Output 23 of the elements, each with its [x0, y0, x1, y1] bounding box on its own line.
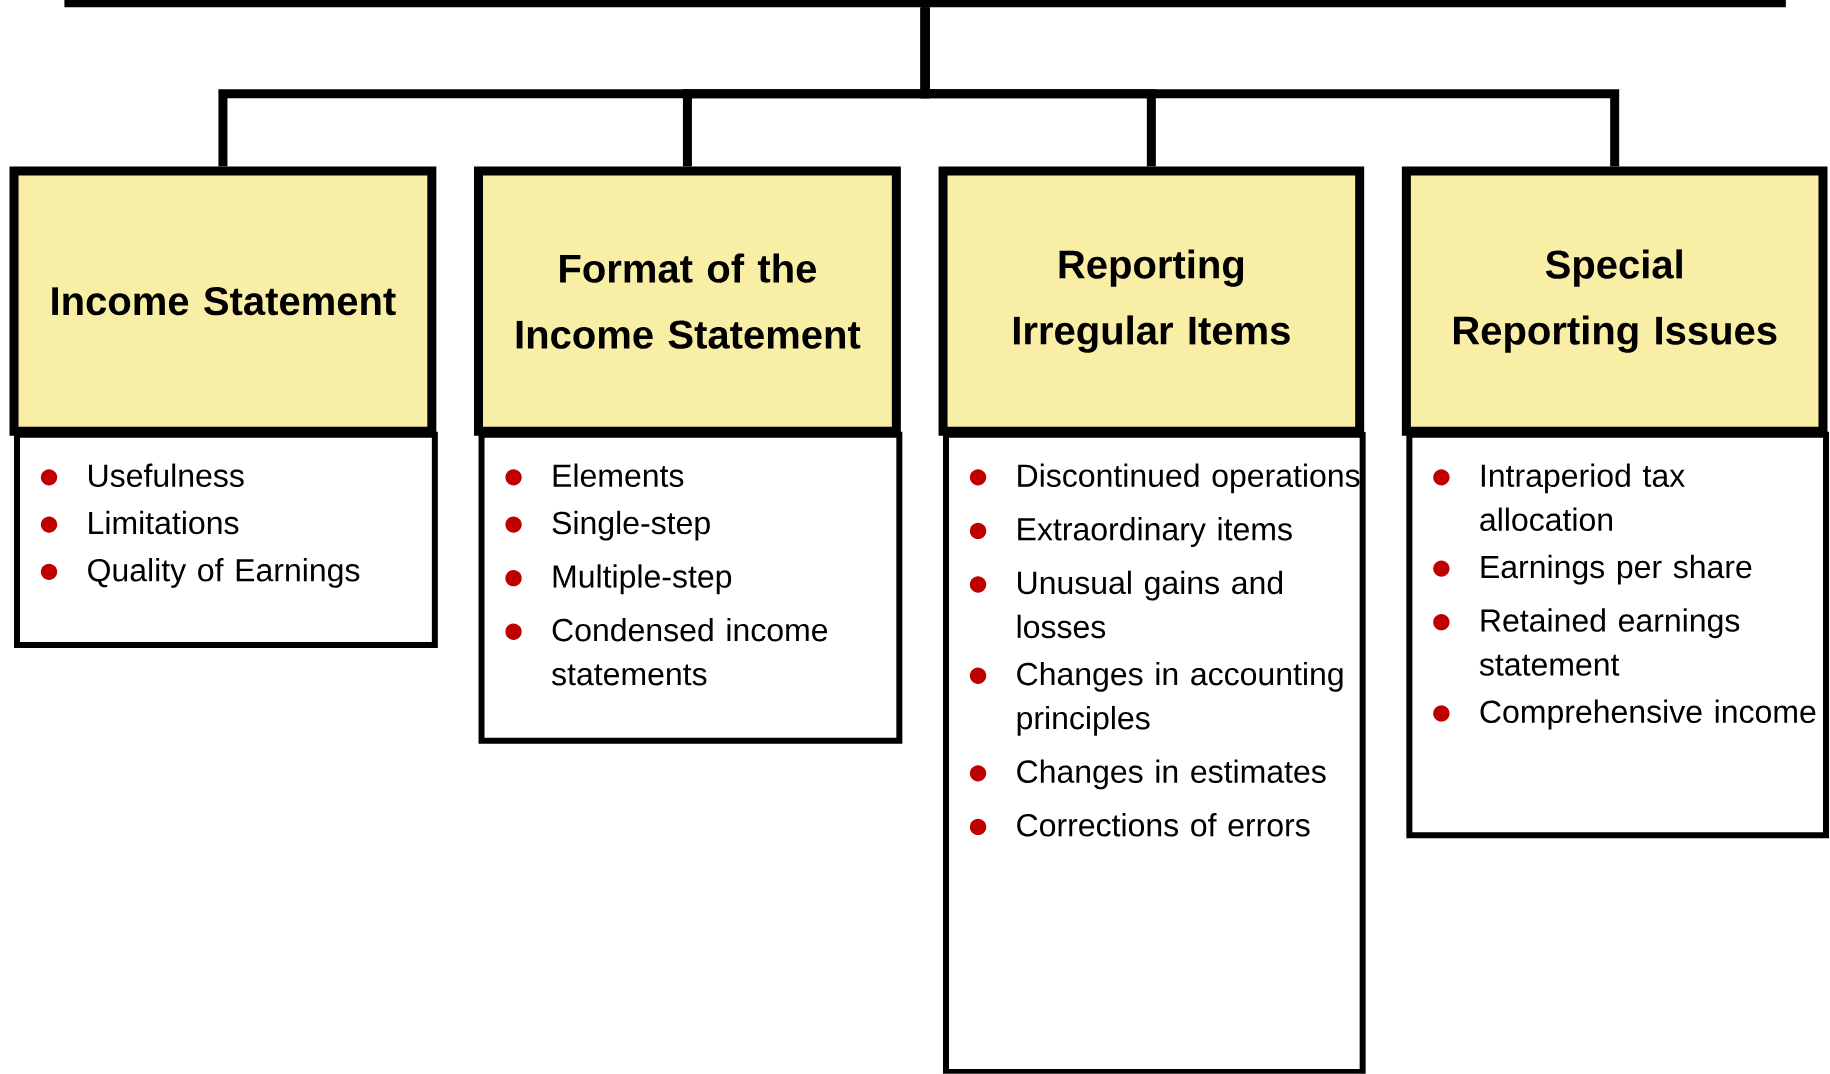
bar — [64, 0, 1786, 8]
connector — [920, 7, 1620, 167]
heading-box: Format of the Income Statement — [474, 166, 901, 436]
heading-box: Reporting Irregular Items — [938, 166, 1365, 436]
list-item: Changes in accounting principles — [1017, 662, 1343, 736]
list-item: Retained earnings statement — [1479, 608, 1740, 676]
list-item: Changes in estimates — [1017, 759, 1326, 790]
list-item: Usefulness — [89, 463, 244, 488]
list-item: Discontinued operations — [1018, 463, 1360, 494]
list-item: Intraperiod tax allocation — [1480, 463, 1685, 532]
list-item: Elements — [553, 463, 684, 488]
list-item: Quality of Earnings — [88, 558, 360, 588]
list-item: Corrections of errors — [1017, 813, 1310, 837]
list-item: Condensed income statements — [551, 618, 828, 686]
list-item: Single-step — [552, 510, 710, 541]
heading-box: Special Reporting Issues — [1401, 166, 1828, 436]
list-item: Extraordinary items — [1018, 517, 1292, 548]
list-item: Multiple-step — [553, 564, 732, 595]
heading-box: Income Statement — [9, 166, 437, 436]
list-item: Comprehensive income — [1480, 699, 1816, 730]
list-item: Limitations — [89, 510, 239, 535]
list-item: Unusual gains and losses — [1017, 570, 1283, 639]
list-item: Earnings per share — [1481, 554, 1752, 585]
